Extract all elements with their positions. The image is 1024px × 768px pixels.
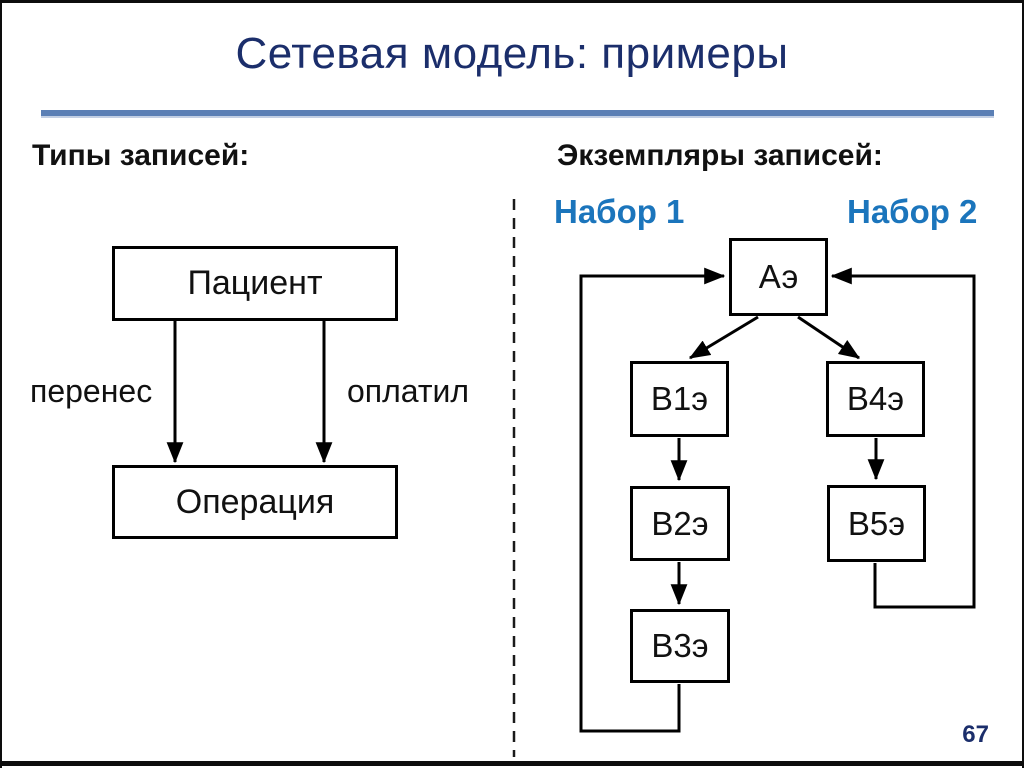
node-b2-label: В2э bbox=[651, 504, 709, 542]
record-types-heading: Типы записей: bbox=[32, 139, 250, 172]
node-patient: Пациент bbox=[112, 246, 398, 321]
node-b3-label: В3э bbox=[651, 627, 709, 664]
node-b1-instance: В1э bbox=[630, 361, 729, 437]
node-a-label: Аэ bbox=[758, 258, 799, 295]
node-b3-instance: В3э bbox=[630, 609, 730, 683]
node-b4-instance: В4э bbox=[826, 361, 925, 437]
node-b4-label: В4э bbox=[846, 380, 905, 417]
node-b2-instance: В2э bbox=[630, 486, 730, 561]
set1-label: Набор 1 bbox=[554, 193, 685, 230]
diagram-connectors-svg bbox=[166, 199, 976, 757]
arrow-a-to-b1 bbox=[688, 315, 759, 360]
arrow-a-to-b4 bbox=[797, 315, 860, 360]
page-number: 67 bbox=[962, 721, 989, 748]
node-b1-label: В1э bbox=[650, 380, 709, 417]
set2-label: Набор 2 bbox=[847, 193, 978, 230]
node-patient-label: Пациент bbox=[187, 264, 323, 302]
node-b5-instance: В5э bbox=[827, 485, 926, 562]
loop-arrow-b5-to-a bbox=[830, 267, 976, 609]
title-underline-rule bbox=[41, 110, 994, 118]
edge-label-oplatil: оплатил bbox=[347, 373, 470, 409]
page-title: Сетевая модель: примеры bbox=[235, 29, 789, 78]
record-instances-heading: Экземпляры записей: bbox=[557, 139, 883, 172]
bottom-border-bar bbox=[2, 761, 1022, 766]
node-b5-label: В5э bbox=[847, 504, 906, 542]
node-operation-label: Операция bbox=[175, 482, 335, 521]
node-a-instance: Аэ bbox=[729, 238, 828, 316]
edge-label-perenes: перенес bbox=[30, 373, 153, 409]
node-operation: Операция bbox=[112, 465, 398, 539]
loop-arrow-b3-to-a bbox=[579, 267, 726, 733]
